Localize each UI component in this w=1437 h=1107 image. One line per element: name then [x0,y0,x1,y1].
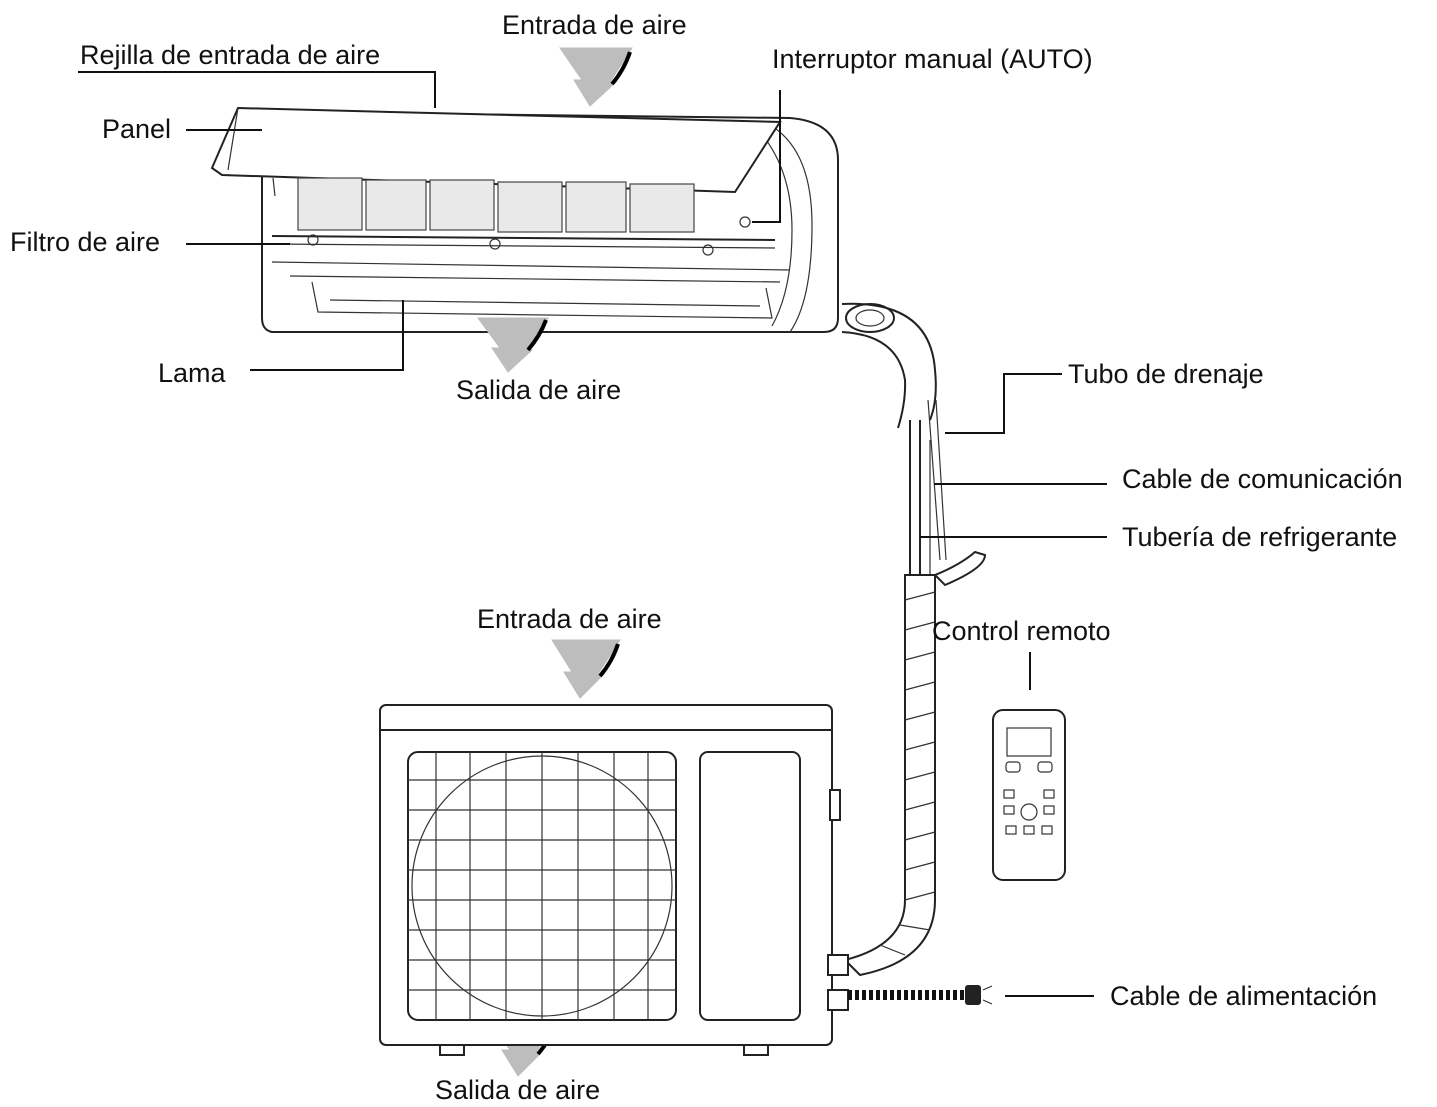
airflow-arrow-intake-outdoor [551,639,621,699]
label-air-intake-outdoor: Entrada de aire [477,604,662,634]
piping-assembly [841,302,987,977]
airflow-arrow-outlet-indoor [477,317,549,373]
label-air-intake-top: Entrada de aire [502,10,687,40]
label-refrigerant-pipe: Tubería de refrigerante [1122,522,1398,552]
leader-lines [78,71,1107,997]
label-air-outlet-outdoor: Salida de aire [435,1075,601,1105]
label-remote-control: Control remoto [932,616,1111,646]
drain-hose [927,399,941,561]
label-air-outlet-indoor: Salida de aire [456,375,622,405]
airflow-arrow-intake-top [559,47,633,107]
label-panel: Panel [102,114,172,144]
air-filter [297,177,695,233]
wrapped-pipe-bundle [843,574,936,977]
louver [311,281,773,319]
label-manual-switch: Interruptor manual (AUTO) [772,44,1093,74]
label-air-filter: Filtro de aire [10,227,161,257]
indoor-unit [210,106,839,333]
label-louver: Lama [158,358,226,388]
power-cable [848,985,993,1005]
label-communication-cable: Cable de comunicación [1122,464,1403,494]
label-drain-hose: Tubo de drenaje [1068,359,1264,389]
remote-control [992,709,1066,881]
outdoor-unit [379,704,849,1056]
label-intake-grille: Rejilla de entrada de aire [80,40,381,70]
front-panel [210,106,782,194]
label-power-cable: Cable de alimentación [1110,981,1378,1011]
manual-switch-button [739,216,751,228]
